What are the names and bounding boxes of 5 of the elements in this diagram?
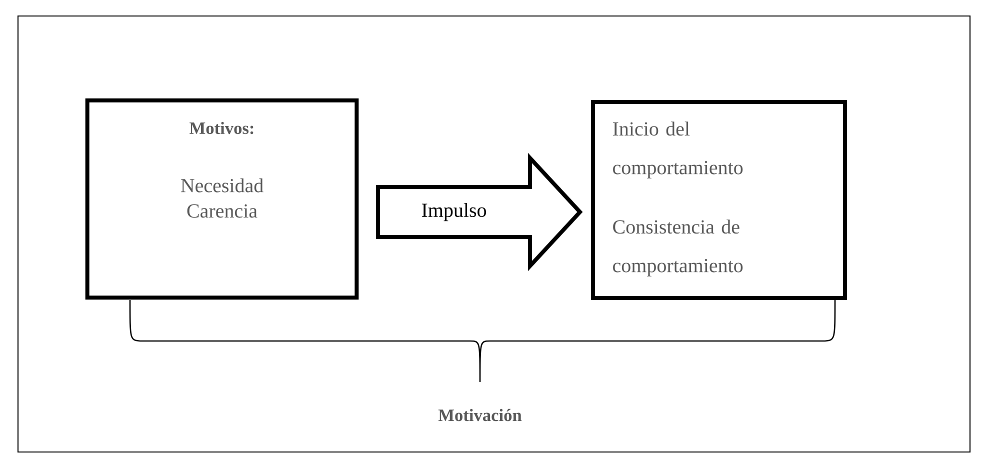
text-box: Inicio del comportamiento Consistencia de comportamiento [591, 100, 847, 300]
block-arrow [376, 152, 583, 272]
text-box: Motivos: Necesidad Carencia [85, 98, 359, 300]
edge-label: Impulso [420, 202, 488, 222]
caption-label: Motivación [438, 408, 522, 422]
